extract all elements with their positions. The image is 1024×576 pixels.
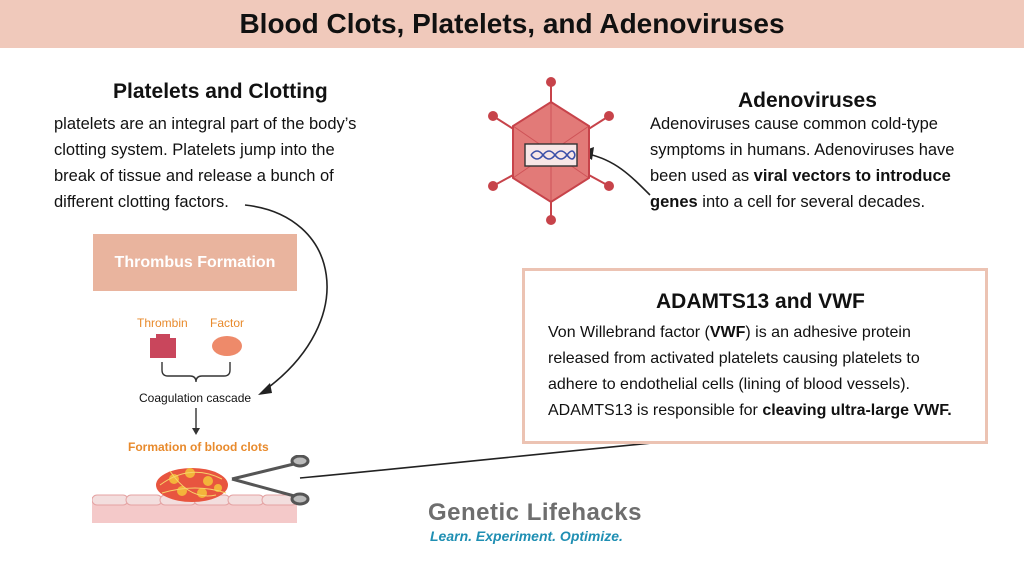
factor-label: Factor: [210, 316, 245, 330]
logo-title: Genetic Lifehacks: [428, 499, 642, 526]
bold-run: genes: [650, 193, 698, 211]
coagulation-cascade-label: Coagulation cascade: [139, 391, 252, 405]
text-run: been used as: [650, 167, 754, 185]
adenovirus-paragraph: Adenoviruses cause common cold-type symp…: [650, 111, 1010, 215]
vwf-line: adhere to endothelial cells (lining of b…: [548, 376, 910, 393]
platelets-line: clotting system. Platelets jump into the: [54, 141, 335, 159]
vwf-heading: ADAMTS13 and VWF: [656, 290, 865, 313]
platelets-line: different clotting factors.: [54, 193, 229, 211]
platelet-to-cascade-arrow: [244, 204, 328, 391]
bold-run: VWF: [709, 324, 746, 341]
title-banner: Blood Clots, Platelets, and Adenoviruses: [0, 0, 1024, 48]
cascade-icons: [150, 334, 242, 383]
platelets-line: break of tissue and release a bunch of: [54, 167, 334, 185]
text-run: Von Willebrand factor (: [548, 324, 710, 341]
adenovirus-line: genes into a cell for several decades.: [650, 189, 1010, 215]
thrombin-label: Thrombin: [137, 316, 188, 330]
vwf-paragraph: Von Willebrand factor (VWF) is an adhesi…: [548, 320, 978, 424]
vwf-line: Von Willebrand factor (VWF) is an adhesi…: [548, 320, 978, 346]
platelets-heading: Platelets and Clotting: [113, 80, 328, 103]
logo-tagline: Learn. Experiment. Optimize.: [430, 528, 623, 544]
adenovirus-line: been used as viral vectors to introduce: [650, 163, 1010, 189]
clots-label: Formation of blood clots: [128, 440, 269, 454]
bold-run: viral vectors to introduce: [753, 167, 951, 185]
merge-bracket: [161, 362, 231, 383]
thrombin-icon: [150, 334, 176, 358]
scissors-icon: [231, 455, 310, 506]
virus-annotation-arrow: [587, 153, 651, 196]
platelets-paragraph: platelets are an integral part of the bo…: [54, 111, 414, 215]
adenovirus-line: symptoms in humans. Adenoviruses have: [650, 141, 955, 159]
page-title: Blood Clots, Platelets, and Adenoviruses: [239, 8, 785, 39]
down-arrow-icon: [192, 408, 200, 435]
platelets-line: platelets are an integral part of the bo…: [54, 115, 357, 133]
blood-clot-illustration: [92, 455, 310, 523]
vwf-line: ADAMTS13 is responsible for cleaving ult…: [548, 398, 978, 424]
vwf-line: released from activated platelets causin…: [548, 350, 920, 367]
text-run: into a cell for several decades.: [697, 193, 926, 211]
text-run: ) is an adhesive protein: [745, 324, 911, 341]
thrombus-formation-box: Thrombus Formation: [93, 234, 297, 291]
adenovirus-heading: Adenoviruses: [738, 89, 877, 112]
adenovirus-line: Adenoviruses cause common cold-type: [650, 115, 938, 133]
adenovirus-icon: [488, 77, 614, 225]
bold-run: cleaving ultra-large VWF.: [762, 402, 952, 419]
text-run: ADAMTS13 is responsible for: [548, 402, 763, 419]
vwf-info-box: [522, 268, 988, 444]
factor-icon: [212, 336, 242, 356]
